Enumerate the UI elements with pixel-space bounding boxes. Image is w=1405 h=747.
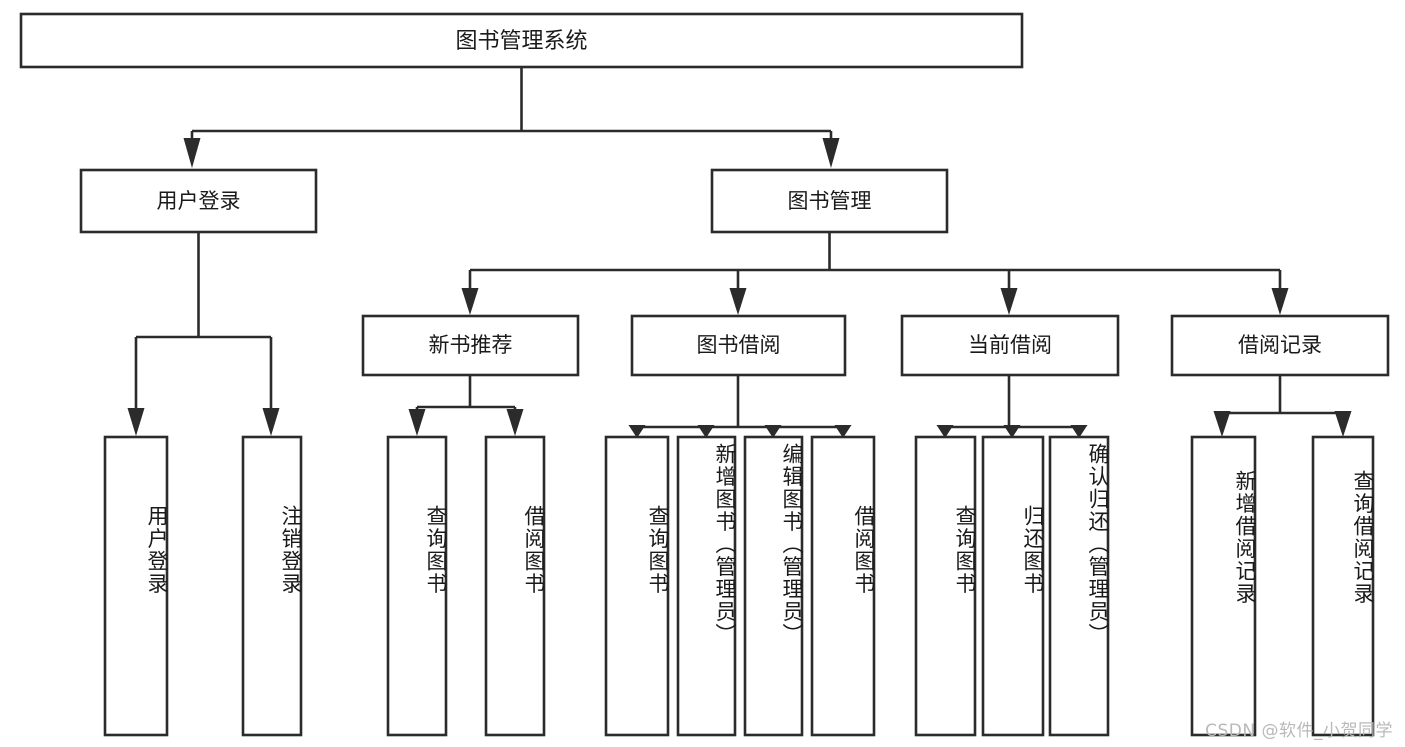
node-leaf-add-borrow-record[interactable] — [1190, 435, 1257, 737]
node-user-login-label: 用户登录 — [157, 189, 241, 213]
arrow-new-book-recommend — [461, 288, 479, 315]
node-book-management-label: 图书管理 — [788, 189, 872, 213]
arrow-leaf-query-book-recommend — [408, 409, 426, 436]
node-leaf-logout[interactable] — [241, 435, 303, 737]
connector-layer — [127, 67, 1352, 438]
arrow-leaf-logout — [262, 408, 280, 436]
arrow-user-login — [183, 138, 201, 168]
node-leaf-borrow-book[interactable] — [810, 435, 876, 737]
node-leaf-user-login[interactable] — [103, 435, 169, 737]
node-new-book-recommend-label: 新书推荐 — [429, 333, 513, 357]
node-leaf-query-book-borrow[interactable] — [604, 435, 670, 737]
arrow-borrow-record — [1271, 288, 1289, 315]
arrow-leaf-query-book-borrow — [628, 425, 646, 438]
node-leaf-query-book-current[interactable] — [914, 435, 977, 737]
arrow-book-borrow — [729, 288, 747, 315]
node-book-borrow[interactable] — [630, 314, 847, 377]
node-layer: 图书管理系统 用户登录 图书管理 新书推荐 图书借阅 当前借阅 借阅记录 — [19, 12, 1390, 737]
node-book-borrow-label: 图书借阅 — [697, 333, 781, 357]
arrow-leaf-add-book — [697, 425, 715, 438]
node-leaf-add-book[interactable] — [676, 435, 737, 737]
arrow-leaf-query-borrow-record — [1334, 411, 1352, 437]
node-leaf-confirm-return[interactable] — [1048, 435, 1110, 737]
node-user-login[interactable] — [79, 168, 318, 234]
arrow-leaf-borrow-book-recommend — [506, 409, 524, 436]
node-leaf-return-book[interactable] — [981, 435, 1045, 737]
node-book-management[interactable] — [710, 168, 949, 234]
arrow-leaf-confirm-return — [1070, 425, 1088, 438]
node-leaf-query-book-recommend[interactable] — [386, 435, 448, 737]
arrow-leaf-user-login — [127, 408, 145, 436]
arrow-leaf-query-book-current — [936, 425, 954, 438]
node-leaf-borrow-book-recommend[interactable] — [484, 435, 546, 737]
arrow-leaf-return-book — [1003, 425, 1021, 438]
node-leaf-query-borrow-record[interactable] — [1311, 435, 1375, 737]
arrow-leaf-add-borrow-record — [1213, 411, 1231, 437]
node-leaf-edit-book[interactable] — [743, 435, 804, 737]
arrow-book-management — [822, 138, 840, 168]
node-new-book-recommend[interactable] — [361, 314, 580, 377]
node-current-borrow[interactable] — [900, 314, 1120, 377]
arrow-current-borrow — [1000, 288, 1018, 315]
arrow-leaf-edit-book — [764, 425, 782, 438]
node-current-borrow-label: 当前借阅 — [968, 333, 1052, 357]
node-borrow-record-label: 借阅记录 — [1238, 333, 1322, 357]
node-root-label: 图书管理系统 — [455, 29, 587, 54]
node-borrow-record[interactable] — [1170, 314, 1390, 377]
arrow-leaf-borrow-book — [834, 425, 852, 438]
watermark-text: CSDN @软件_小贺同学 — [1205, 721, 1393, 741]
node-root[interactable] — [19, 12, 1024, 69]
